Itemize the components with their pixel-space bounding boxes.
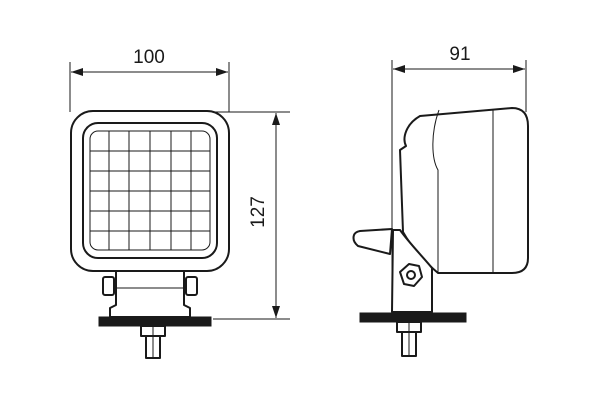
mounting-bolt-front	[140, 325, 166, 359]
side-view: 91	[352, 44, 529, 357]
front-view: 100 127	[69, 47, 290, 359]
mounting-plate-front	[98, 316, 212, 327]
height-label: 127	[248, 196, 269, 228]
height-dimension: 127	[209, 111, 290, 320]
depth-label: 91	[449, 44, 470, 65]
housing-seam-line	[432, 109, 440, 273]
lens-grid	[89, 130, 211, 251]
mounting-bracket-front	[102, 270, 198, 318]
pivot-knob-icon	[399, 263, 423, 287]
adjustment-lever-icon	[352, 228, 393, 255]
width-dimension: 100	[69, 47, 230, 112]
mounting-bolt-side	[396, 321, 422, 357]
width-label: 100	[133, 47, 165, 68]
mounting-plate-side	[359, 312, 467, 323]
lamp-housing-side	[399, 107, 529, 274]
